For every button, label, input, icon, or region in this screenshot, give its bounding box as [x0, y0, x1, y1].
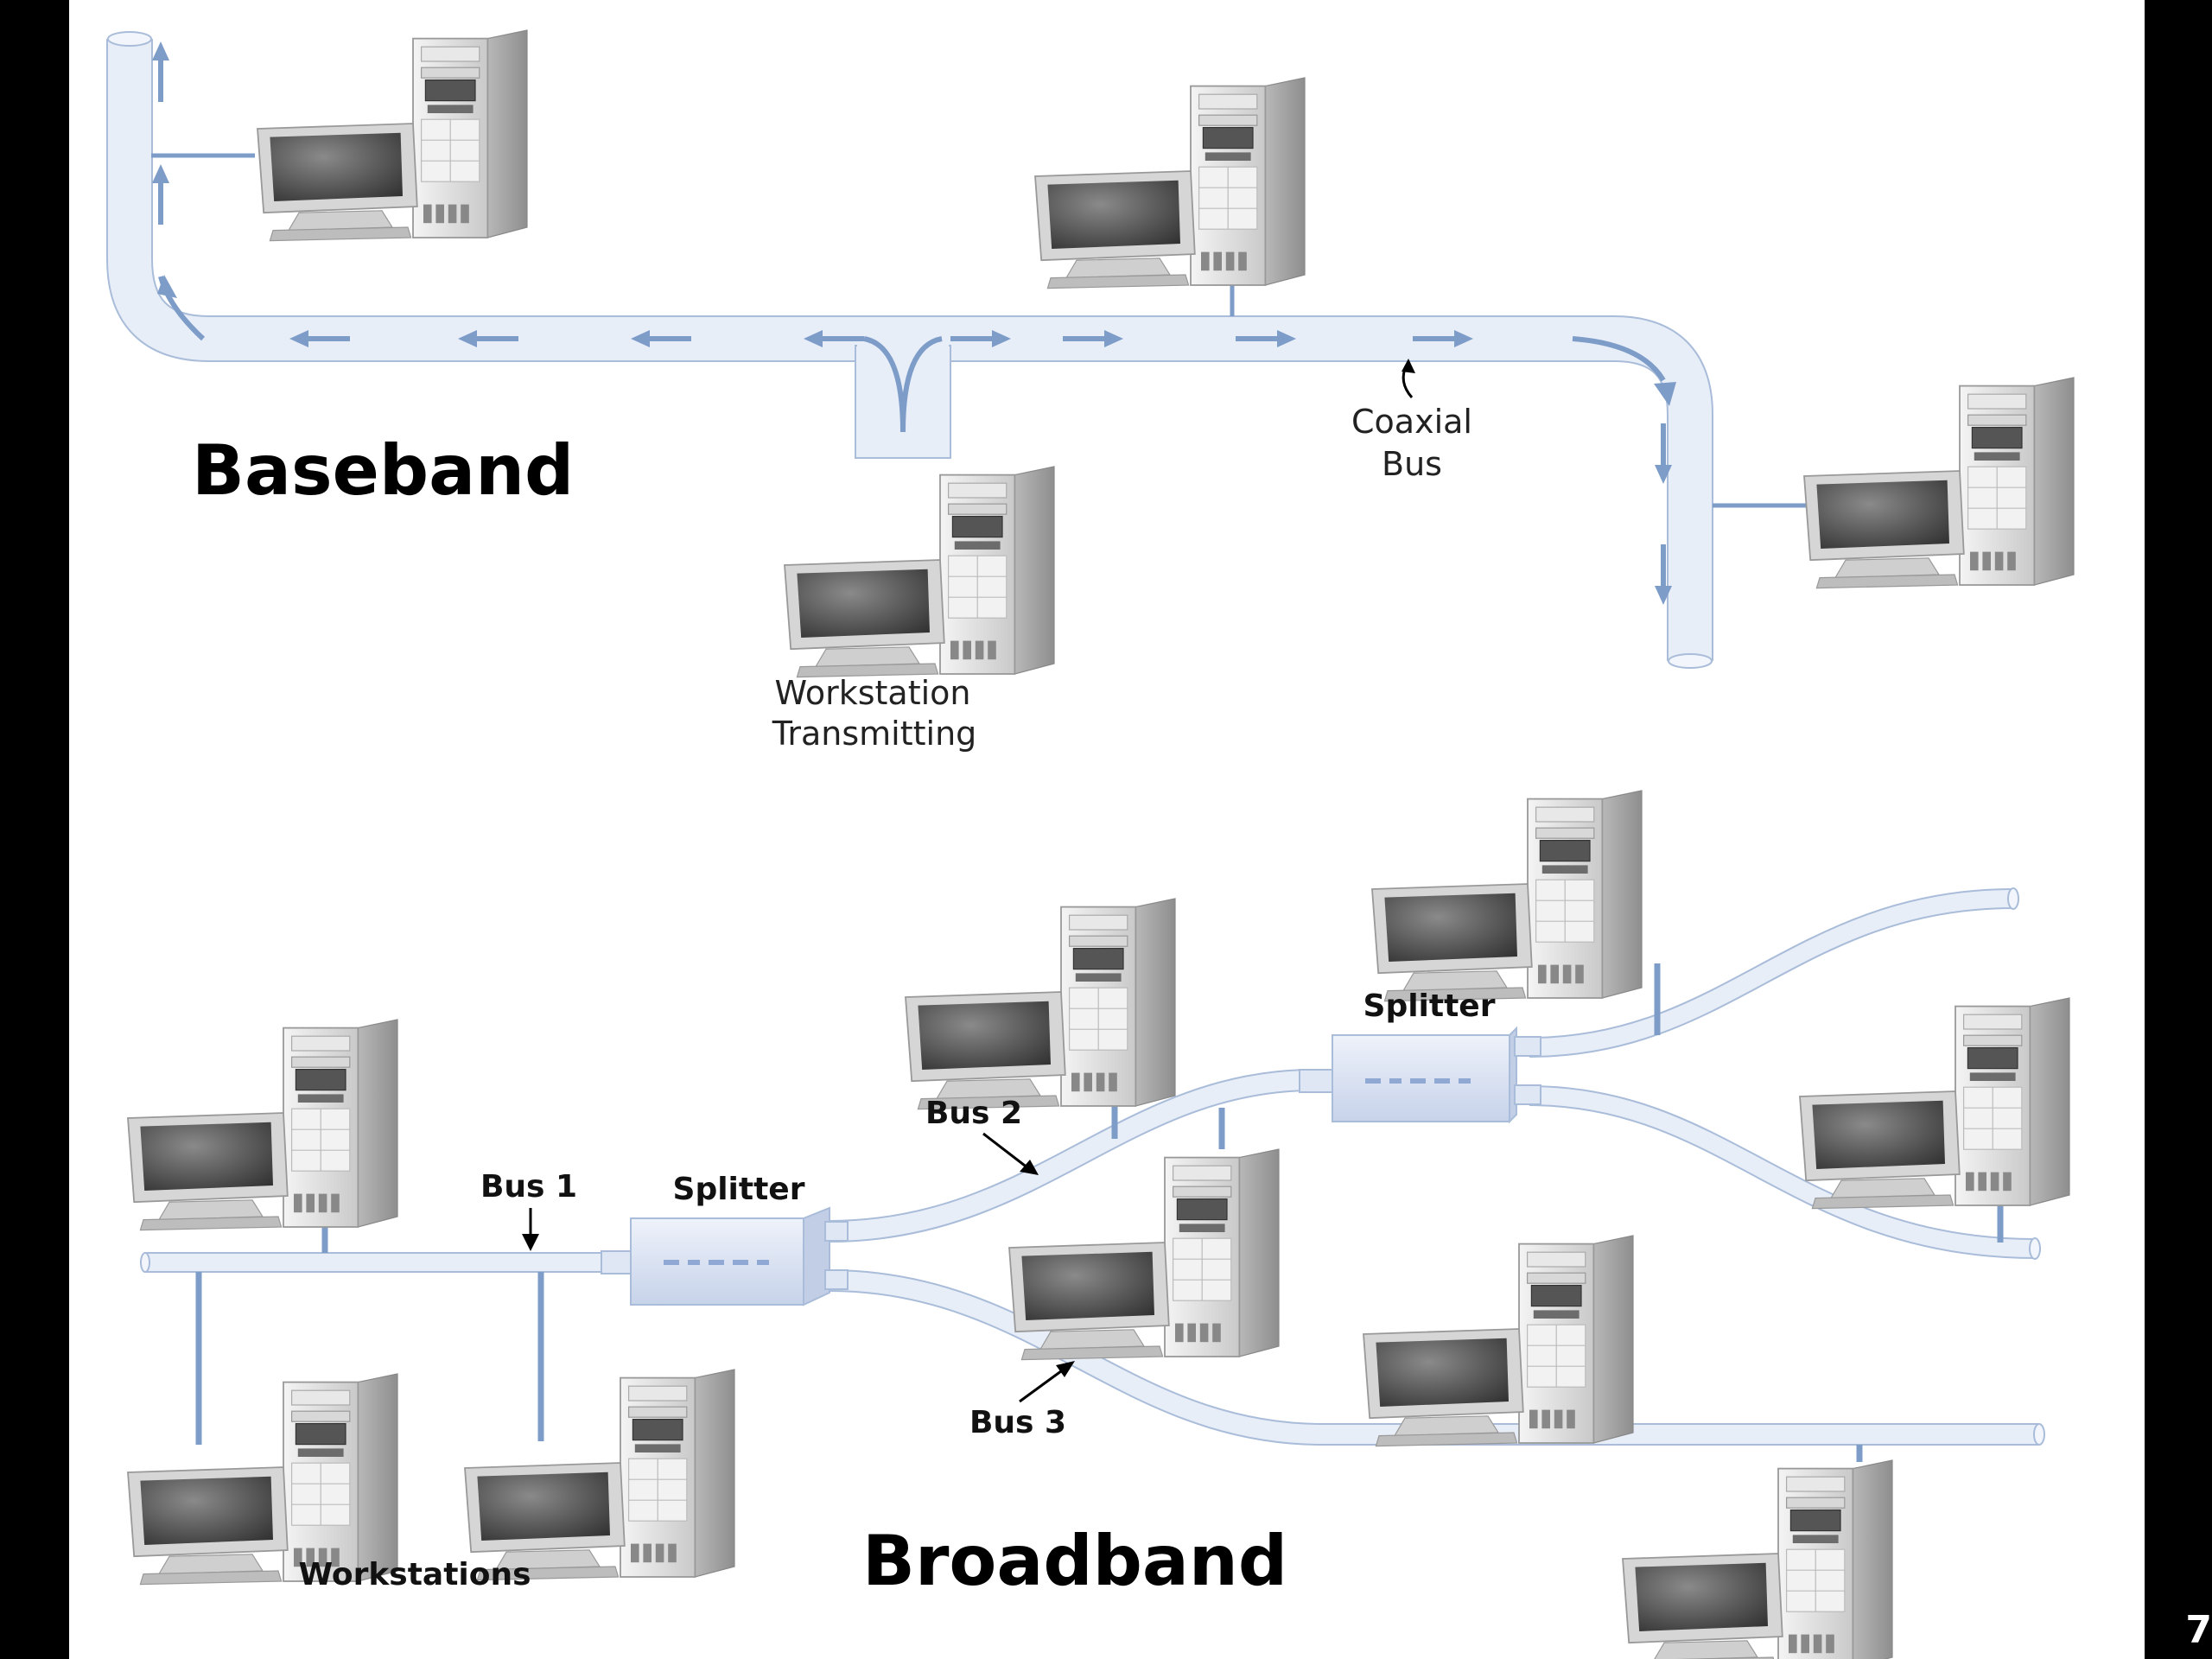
workstation-icon: [1371, 790, 1643, 1002]
workstation-icon: [127, 1373, 398, 1586]
broadband-section: Bus 1 Splitter Bus 2 Bus 3 Splitter Work…: [127, 790, 2070, 1659]
baseband-title: Baseband: [192, 430, 574, 511]
baseband-section: Baseband Coaxial Bus Workstation Transmi…: [106, 29, 2075, 753]
transmitting-label: Transmitting: [772, 715, 977, 753]
workstation-icon: [784, 466, 1055, 678]
page-number: 7: [2185, 1608, 2212, 1652]
workstation-icon: [1803, 377, 2075, 589]
coaxial-label: Coaxial: [1351, 403, 1472, 441]
workstation-icon: [905, 898, 1176, 1110]
bus1-label: Bus 1: [480, 1169, 577, 1205]
bus2-label: Bus 2: [925, 1096, 1022, 1131]
workstation-icon: [1363, 1235, 1634, 1447]
workstation-icon: [257, 29, 528, 242]
workstation-icon: [1034, 77, 1306, 289]
splitter-icon: [1299, 1026, 1541, 1124]
cable-end-top: [107, 31, 152, 47]
splitter-icon: [601, 1206, 849, 1306]
splitter2-label: Splitter: [1363, 988, 1496, 1024]
splitter1-label: Splitter: [673, 1172, 805, 1207]
bus3-label: Bus 3: [969, 1405, 1066, 1440]
workstation-icon: [127, 1019, 398, 1231]
workstations-label: Workstations: [298, 1557, 531, 1592]
workstation-icon: [1622, 1459, 1893, 1659]
bus-label: Bus: [1382, 445, 1442, 483]
broadband-title: Broadband: [862, 1521, 1287, 1601]
workstation-label: Workstation: [775, 674, 971, 712]
signal-arrow-icon: [152, 41, 1676, 605]
workstation-icon: [1799, 997, 2070, 1210]
cable-end-bottom: [1668, 653, 1713, 669]
workstation-icon: [464, 1369, 735, 1581]
bus1-cable: [144, 1252, 632, 1273]
